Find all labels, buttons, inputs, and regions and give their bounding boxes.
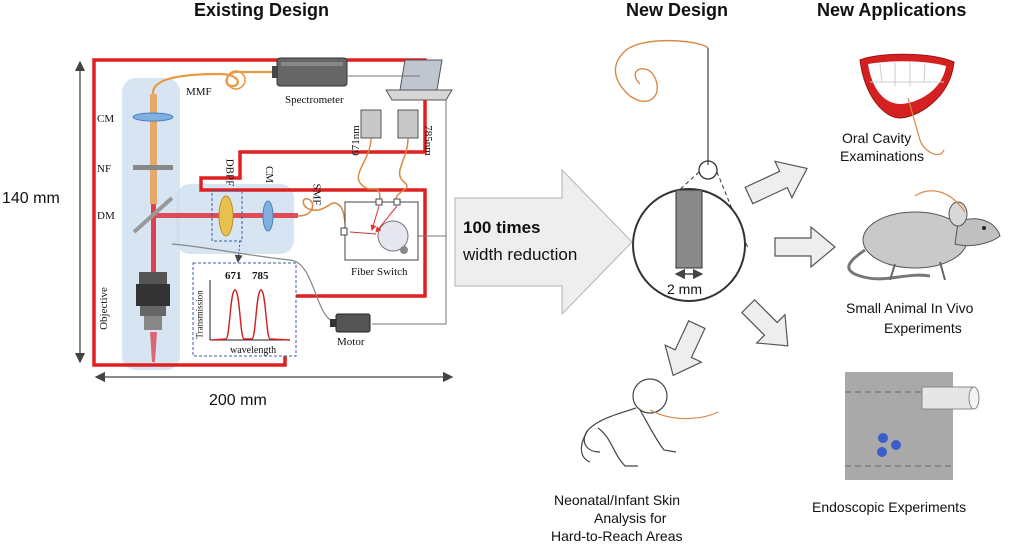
mouse-icon [847,201,1001,281]
animal-probe-fiber [914,190,966,213]
transmission-inset [192,240,297,357]
inset-y-label: Transmission [194,290,205,339]
laser-785-fiber [395,137,409,201]
dichroic-mirror [132,196,174,234]
fiber-switch-label: Fiber Switch [351,266,408,278]
laser-785-label: 785nm [421,125,434,156]
laptop-icon [385,59,453,101]
probe-fiber [614,39,709,165]
endo-label: Endoscopic Experiments [812,499,967,515]
collimating-lens-top [132,112,174,122]
mouth-icon [859,53,955,119]
infant-label-line2: Analysis for [594,510,667,526]
excitation-beam-vertical [151,204,156,324]
dbpf-filter [218,195,234,237]
infant-label-line1: Neonatal/Infant Skin [554,492,681,508]
dbpf-box [211,190,243,242]
laser-671-label: 671nm [349,125,362,156]
animal-label-line1: Small Animal In Vivo [846,300,974,316]
arrow-to-endo [740,298,789,347]
smf-fiber [297,198,349,233]
spectrometer-label: Spectrometer [285,94,344,106]
existing-design-header: Existing Design [194,0,330,20]
reduction-arrow [454,168,633,316]
arrow-to-animal [774,225,836,269]
cm-side-label: CM [263,165,276,184]
fiber-switch [340,198,419,261]
probe-dimension-label: 2 mm [667,281,702,297]
arrow-to-oral [744,160,808,205]
width-dimension-label: 200 mm [209,392,267,409]
cm-top-label: CM [97,113,115,125]
arrow-to-infant [664,320,706,377]
dm-label: DM [97,210,115,222]
laser-icon [360,109,419,139]
animal-label-line2: Experiments [884,320,962,336]
oral-label-line1: Oral Cavity [842,130,912,146]
mmf-label: MMF [186,86,212,98]
probe-tip-circle [698,160,718,180]
objective-icon [136,272,170,330]
collection-beam [150,94,157,204]
new-applications-header: New Applications [817,0,967,20]
objective-label: Objective [97,287,110,330]
oral-label-line2: Examinations [840,148,925,164]
dbpf-label: DBPF [223,158,236,187]
motor-label: Motor [337,336,365,348]
infant-probe-fiber [649,409,719,420]
inset-peak-785: 785 [252,270,269,282]
focus-beam [150,332,157,362]
smf-label: SMF [310,183,323,206]
inset-peak-671: 671 [225,270,242,282]
probe-body [675,189,703,269]
reduction-text-line1: 100 times [463,218,541,237]
infant-icon [580,378,677,467]
collimating-lens-side [262,200,274,232]
motor-cable [171,243,336,323]
spectrometer-icon [272,57,348,87]
endoscope-icon [845,372,980,480]
oral-probe-fiber [907,97,945,155]
reduction-text-line2: width reduction [463,245,578,264]
laser-671-fiber [357,137,381,201]
nf-label: NF [97,163,112,175]
motor-icon [330,313,371,333]
infant-label-line3: Hard-to-Reach Areas [551,528,683,544]
height-dimension-label: 140 mm [2,190,60,207]
notch-filter [133,165,173,170]
housing-outline [92,58,427,367]
inset-x-label: wavelength [230,345,277,356]
new-design-header: New Design [626,0,729,20]
